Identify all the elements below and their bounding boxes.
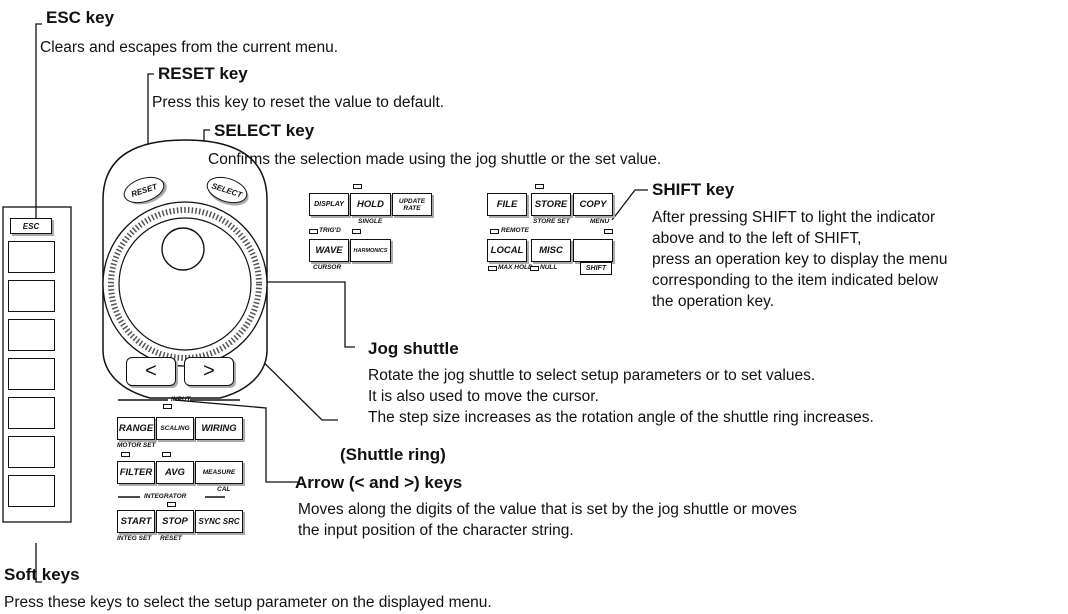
sync-src-button[interactable]: SYNC SRC [195, 510, 243, 533]
harmonics-button[interactable]: HARMONICS [350, 239, 391, 262]
reset-key-desc: Press this key to reset the value to def… [152, 94, 445, 111]
input-led [163, 404, 172, 409]
jog-shuttle-desc: Rotate the jog shuttle to select setup p… [368, 367, 874, 426]
filter-led [121, 452, 130, 457]
shuttle-ring-title: (Shuttle ring) [340, 445, 446, 464]
wave-button[interactable]: WAVE [309, 239, 349, 262]
jog-shuttle-shape [102, 139, 268, 399]
harmonics-led [352, 229, 361, 234]
range-button[interactable]: RANGE [117, 417, 155, 440]
file-button[interactable]: FILE [487, 193, 527, 216]
misc-button[interactable]: MISC [531, 239, 571, 262]
trigd-led [309, 229, 318, 234]
shift-key-desc: After pressing SHIFT to light the indica… [652, 209, 948, 310]
integ-set-label: INTEG SET [117, 535, 152, 542]
store-led [535, 184, 544, 189]
arrow-keys-title: Arrow (< and >) keys [295, 473, 463, 492]
cal-label: CAL [217, 486, 231, 493]
soft-key-3[interactable] [8, 319, 55, 351]
measure-button[interactable]: MEASURE [195, 461, 243, 484]
integrator-led [167, 502, 176, 507]
soft-key-6[interactable] [8, 436, 55, 468]
soft-keys-desc: Press these keys to select the setup par… [4, 594, 492, 611]
single-label: SINGLE [358, 218, 383, 225]
softkey-panel [2, 206, 72, 523]
select-key-desc: Confirms the selection made using the jo… [208, 151, 662, 168]
shift-key-title: SHIFT key [652, 180, 735, 199]
update-rate-button[interactable]: UPDATE RATE [392, 193, 432, 216]
filter-button[interactable]: FILTER [117, 461, 155, 484]
jog-shuttle-title: Jog shuttle [368, 339, 459, 358]
input-label: INPUT [171, 396, 191, 403]
shift-led [604, 229, 613, 234]
remote-led [490, 229, 499, 234]
arrow-right-button[interactable]: > [184, 357, 234, 386]
soft-key-2[interactable] [8, 280, 55, 312]
avg-led [162, 452, 171, 457]
max-hold-led [488, 266, 497, 271]
remote-label: REMOTE [501, 227, 529, 234]
copy-button[interactable]: COPY [573, 193, 613, 216]
arrow-left-button[interactable]: < [126, 357, 176, 386]
local-button[interactable]: LOCAL [487, 239, 527, 262]
null-led [530, 266, 539, 271]
trigd-label: TRIG'D [319, 227, 341, 234]
avg-button[interactable]: AVG [156, 461, 194, 484]
menu-label: MENU [590, 218, 610, 225]
null-label: NULL [540, 264, 558, 271]
soft-key-7[interactable] [8, 475, 55, 507]
hold-button[interactable]: HOLD [350, 193, 391, 216]
wiring-button[interactable]: WIRING [195, 417, 243, 440]
shift-label: SHIFT [580, 262, 612, 275]
soft-key-1[interactable] [8, 241, 55, 273]
display-button[interactable]: DISPLAY [309, 193, 349, 216]
soft-keys-title: Soft keys [4, 565, 80, 584]
soft-key-4[interactable] [8, 358, 55, 390]
motor-set-label: MOTOR SET [117, 442, 156, 449]
stop-button[interactable]: STOP [156, 510, 194, 533]
integrator-label: INTEGRATOR [144, 493, 187, 500]
store-button[interactable]: STORE [531, 193, 571, 216]
cursor-label: CURSOR [313, 264, 342, 271]
scaling-button[interactable]: SCALING [156, 417, 194, 440]
store-set-label: STORE SET [533, 218, 570, 225]
start-button[interactable]: START [117, 510, 155, 533]
esc-button[interactable]: ESC [10, 218, 52, 234]
esc-key-desc: Clears and escapes from the current menu… [40, 39, 339, 56]
select-key-title: SELECT key [214, 121, 315, 140]
shift-button[interactable] [573, 239, 613, 262]
hold-led [353, 184, 362, 189]
esc-key-title: ESC key [46, 8, 115, 27]
arrow-keys-desc: Moves along the digits of the value that… [298, 501, 797, 539]
soft-key-5[interactable] [8, 397, 55, 429]
max-hold-label: MAX HOLD [498, 264, 533, 271]
reset-sub-label: RESET [160, 535, 182, 542]
reset-key-title: RESET key [158, 64, 248, 83]
